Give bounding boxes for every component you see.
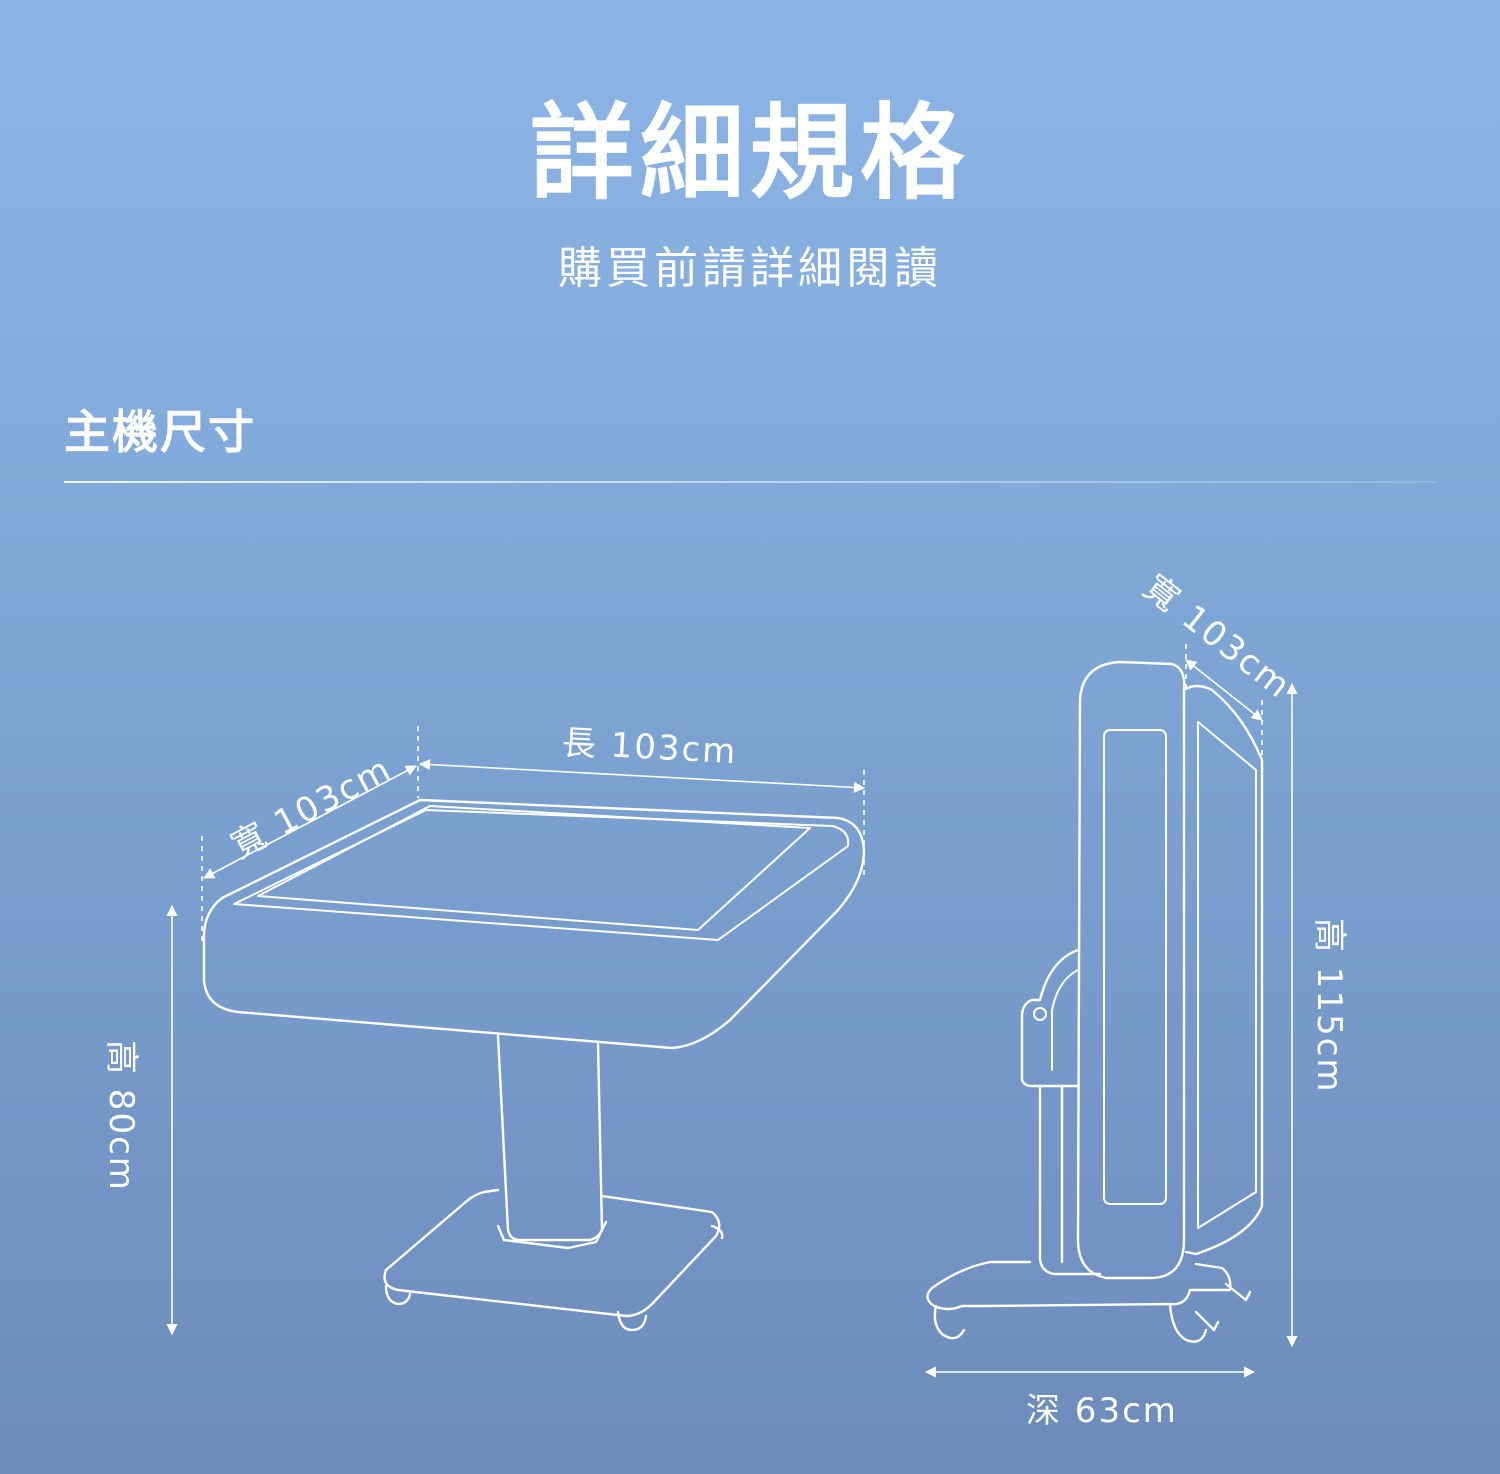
folded-rear-window (1197, 721, 1257, 1229)
page-subtitle: 購買前請詳細閱讀 (558, 243, 942, 294)
folded-dimension-lines (924, 644, 1298, 1378)
folded-post (1038, 1084, 1102, 1276)
length-dimension-line (418, 758, 866, 794)
hinge-bracket (1020, 948, 1080, 1088)
folded-wheel (933, 1304, 966, 1340)
label-table-length: 長 103cm (560, 723, 739, 773)
label-folded-height: 高 115cm (1309, 918, 1349, 1094)
folded-front-window (1103, 729, 1167, 1205)
table-illustration (202, 798, 866, 1332)
folded-wheel (1168, 1302, 1208, 1343)
table-top-rim (233, 809, 850, 941)
folded-wheel (1224, 1282, 1252, 1302)
table-top-outer (202, 798, 866, 1050)
width-dimension-line (203, 765, 417, 879)
label-folded-depth: 深 63cm (1026, 1391, 1178, 1431)
hinge-arc (1051, 969, 1079, 1071)
folded-illustration (926, 660, 1264, 1343)
folded-front-panel (1076, 660, 1186, 1280)
table-pedestal-base-ring (496, 1220, 608, 1250)
folded-wheel (1194, 1310, 1220, 1332)
table-foot (384, 1284, 412, 1306)
section-title: 主機尺寸 (64, 405, 256, 459)
table-base (383, 1188, 721, 1318)
table-dimension-lines (166, 726, 866, 1336)
folded-base (926, 1260, 1232, 1311)
section-divider (64, 481, 1436, 483)
page-title: 詳細規格 (529, 92, 970, 214)
folded-width-dimension-line (1185, 659, 1263, 721)
table-foot (616, 1310, 648, 1332)
folded-rear-panel (1182, 684, 1264, 1256)
table-pedestal (496, 1034, 604, 1242)
table-foot (710, 1224, 724, 1240)
hinge-pin (1033, 1007, 1047, 1021)
label-table-height: 高 80cm (101, 1040, 141, 1192)
